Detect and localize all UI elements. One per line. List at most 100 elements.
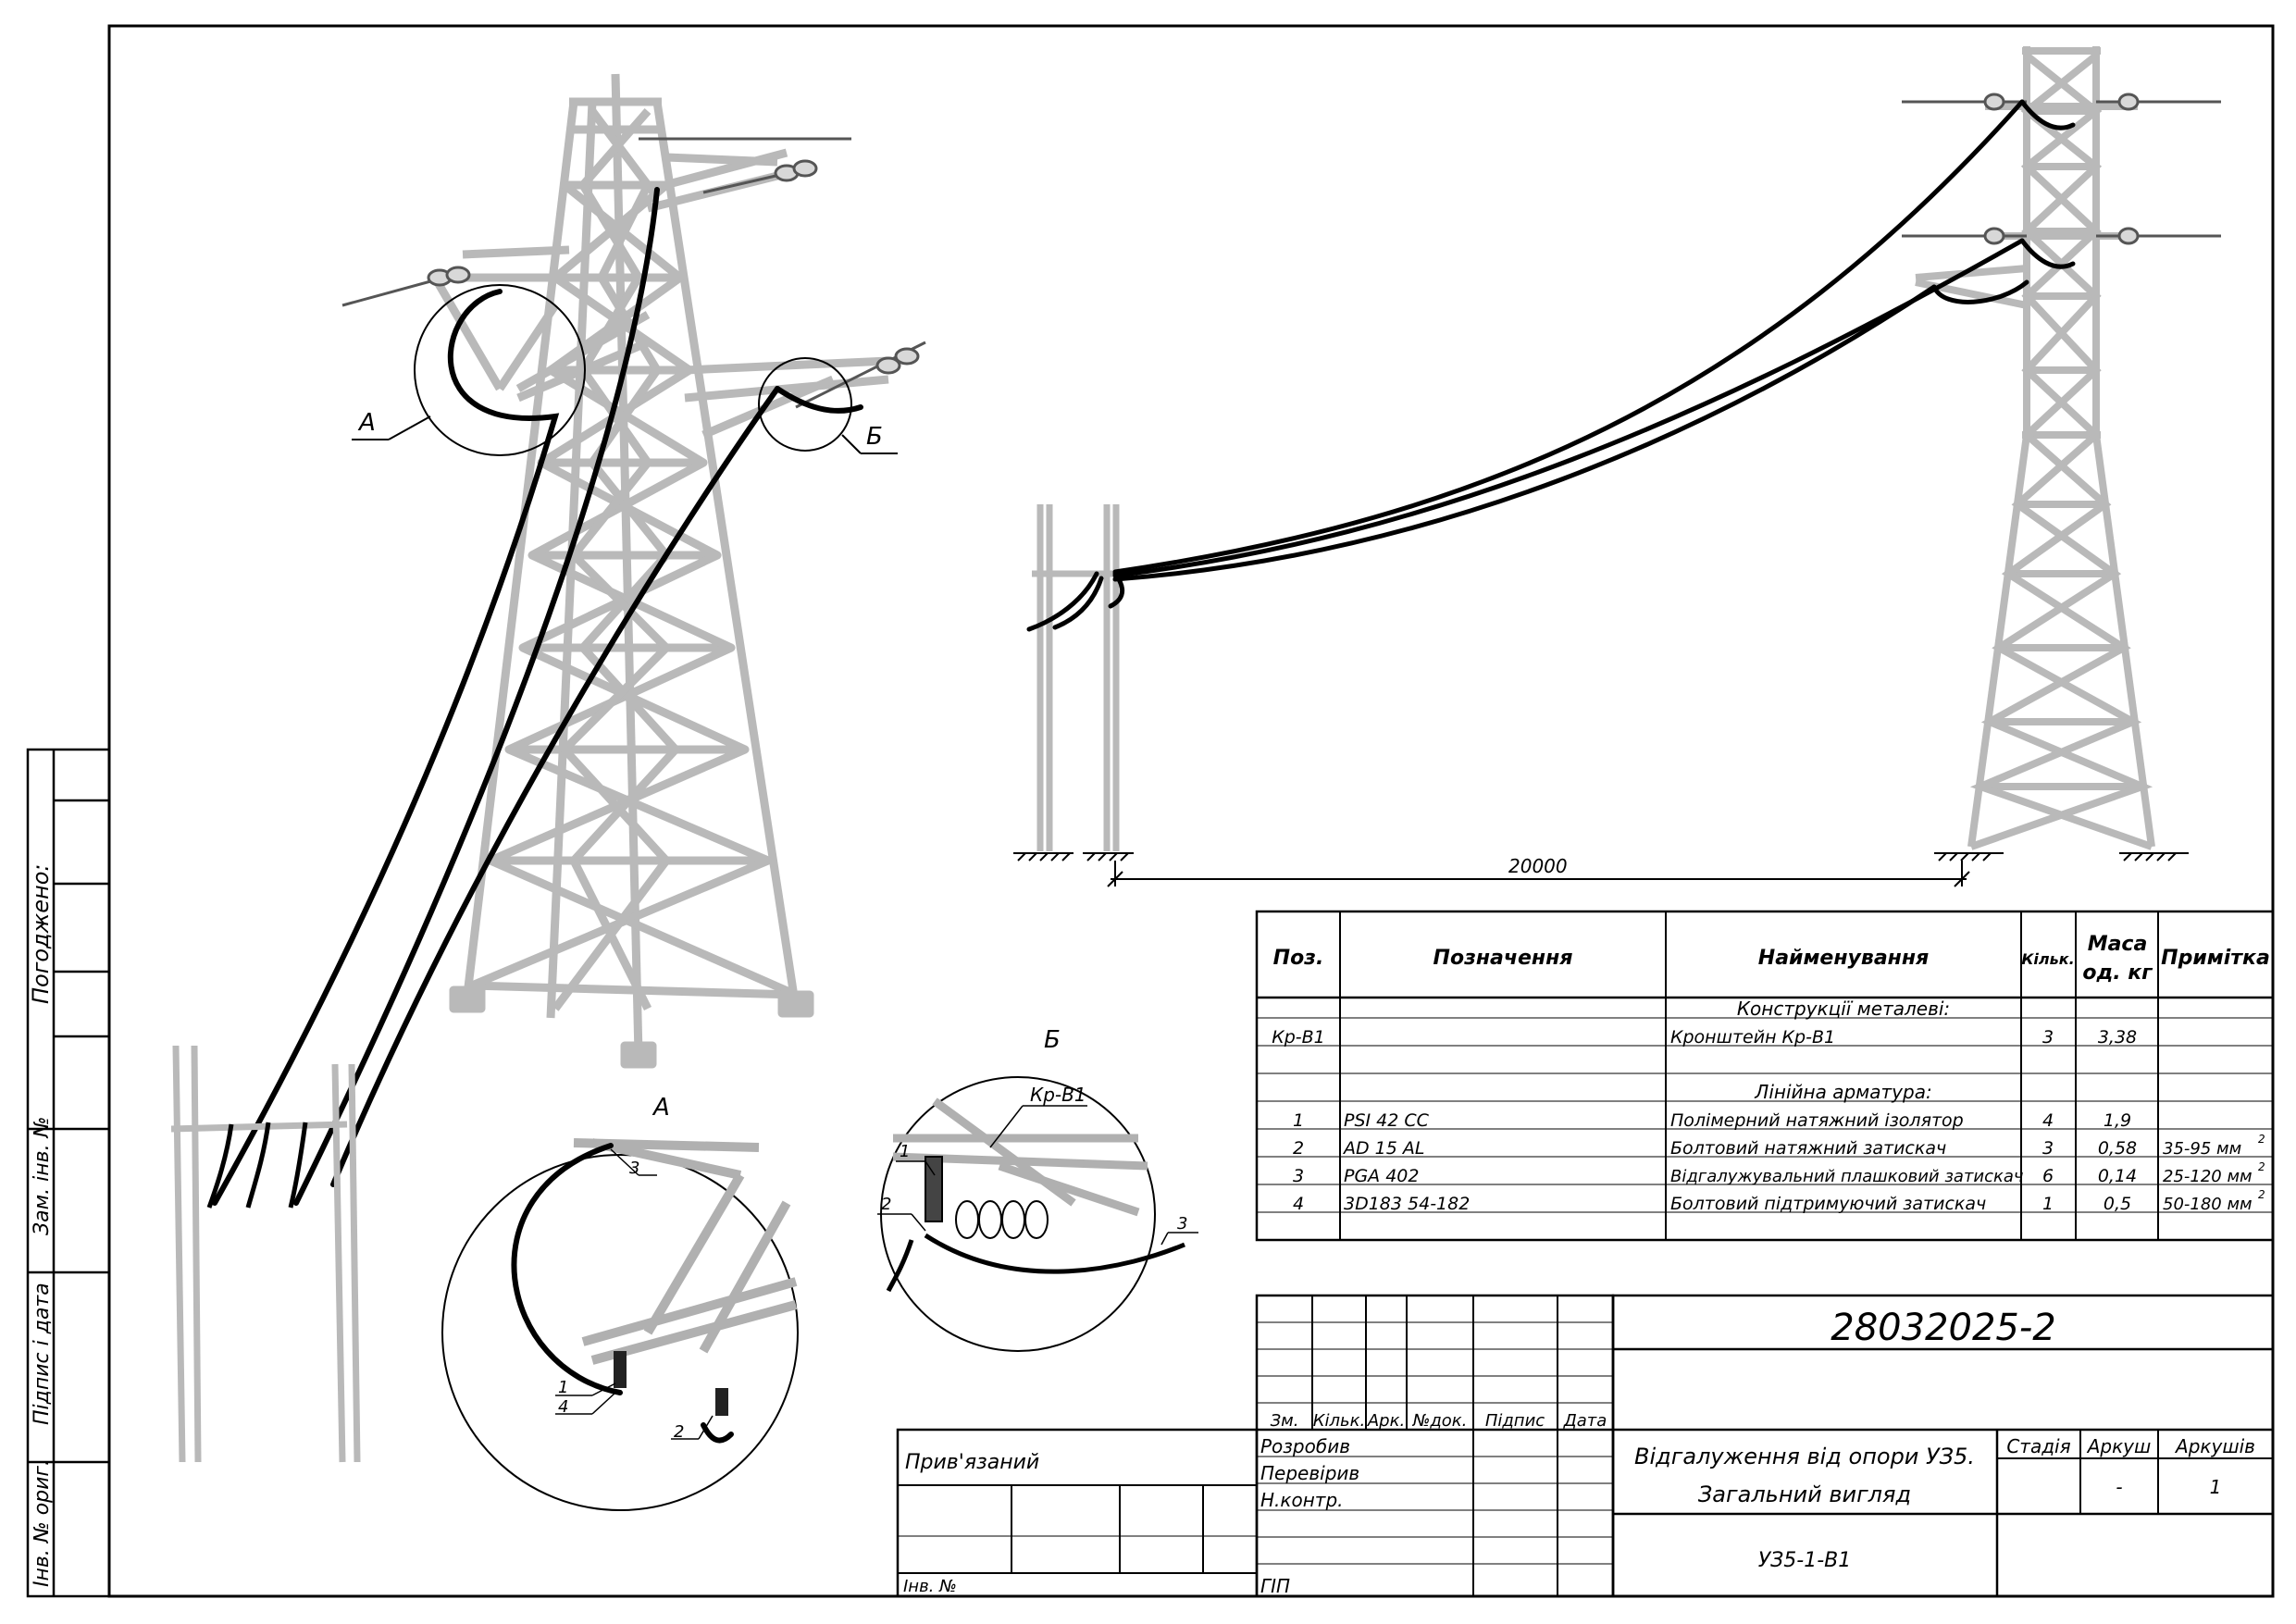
detail-a-title: А xyxy=(652,1094,670,1122)
spec-cell-name: Полімерний натяжний ізолятор xyxy=(1670,1110,1964,1131)
spec-cell-pos: Кр-В1 xyxy=(1272,1027,1325,1048)
spec-table-grid xyxy=(1255,910,2275,1242)
span-cables xyxy=(1026,99,2076,632)
sheet-value: - xyxy=(2116,1476,2122,1498)
isometric-tower xyxy=(431,73,889,1069)
spec-cell-note-sup: 2 xyxy=(2258,1133,2265,1146)
role-chief-engineer: ГІП xyxy=(1260,1575,1290,1597)
role-norm-control: Н.контр. xyxy=(1260,1489,1344,1511)
detail-a-steel xyxy=(573,1138,798,1365)
side-label-sign-date: Підпис і дата xyxy=(31,1283,54,1425)
detail-a-callout-2: 2 xyxy=(674,1422,684,1442)
span-dimension-line xyxy=(1107,861,1970,887)
spec-cell-designation: PSI 42 CC xyxy=(1344,1110,1430,1131)
spec-cell-mass: 3,38 xyxy=(2098,1027,2137,1048)
title-line-1: Відгалуження від опори УЗ5. xyxy=(1634,1444,1975,1469)
col-header-sheet: Арк. xyxy=(1367,1411,1405,1431)
drawing-code: УЗ5-1-В1 xyxy=(1758,1549,1851,1572)
detail-b-bracket-label: Кр-В1 xyxy=(1030,1084,1086,1106)
spec-cell-mass: 0,14 xyxy=(2098,1166,2137,1186)
title-line-2: Загальний вигляд xyxy=(1698,1481,1911,1507)
role-checked: Перевірив xyxy=(1260,1462,1359,1484)
detail-a-callout-4: 4 xyxy=(558,1397,568,1417)
isometric-insulators xyxy=(341,137,926,409)
tied-label: Прив'язаний xyxy=(905,1451,1039,1474)
detail-a-leaders xyxy=(555,1148,714,1440)
spec-cell-note: 35-95 мм xyxy=(2163,1139,2241,1159)
detail-a-callout-3: 3 xyxy=(629,1159,639,1178)
sheets-label: Аркушів xyxy=(2174,1435,2255,1457)
spec-header-note: Примітка xyxy=(2161,947,2270,970)
spec-row: Кр-В1 Кронштейн Кр-В1 3 3,38 xyxy=(1272,1027,2137,1048)
spec-cell-pos: 3 xyxy=(1293,1166,1304,1186)
left-pole-wire-ends xyxy=(206,1122,308,1209)
col-header-qty: Кільк. xyxy=(1313,1411,1366,1431)
spec-cell-mass: 1,9 xyxy=(2104,1110,2131,1131)
spec-cell-name: Кронштейн Кр-В1 xyxy=(1670,1027,1835,1048)
node-b-circle xyxy=(758,357,852,452)
detail-b-callout-1: 1 xyxy=(900,1142,910,1161)
drawing-number: 28032025-2 xyxy=(1831,1307,2055,1349)
role-developed: Розробив xyxy=(1260,1435,1350,1457)
detail-a-circle xyxy=(441,1154,799,1511)
node-a-label: А xyxy=(357,409,376,437)
spec-header-mass-1: Маса xyxy=(2088,933,2148,956)
detail-b-callout-2: 2 xyxy=(881,1195,891,1214)
spec-cell-qty: 3 xyxy=(2042,1027,2054,1048)
span-dimension-value: 20000 xyxy=(1508,855,1568,877)
spec-row: 1 PSI 42 CC Полімерний натяжний ізолятор… xyxy=(1293,1110,2131,1131)
node-a-circle xyxy=(414,284,586,456)
detail-b-cable xyxy=(886,1233,1185,1293)
elevation-ground-hatch xyxy=(1013,852,2189,862)
spec-header-pos: Поз. xyxy=(1273,947,1324,970)
spec-cell-qty: 6 xyxy=(2042,1166,2054,1186)
spec-cell-designation: 3D183 54-182 xyxy=(1344,1194,1470,1214)
col-header-docno: №док. xyxy=(1412,1411,1468,1431)
spec-table-header: Поз. Позначення Найменування Кільк. Маса… xyxy=(1273,933,2270,985)
spec-cell-pos: 1 xyxy=(1293,1110,1304,1131)
spec-cell-mass: 0,58 xyxy=(2098,1138,2137,1159)
side-label-orig-inv: Інв. № ориг. xyxy=(31,1459,54,1587)
spec-cell-name: Болтовий натяжний затискач xyxy=(1670,1138,1946,1159)
spec-section-fittings: Лінійна арматура: xyxy=(1754,1081,1931,1103)
spec-cell-name: Відгалужувальний плашковий затискач xyxy=(1670,1167,2024,1186)
node-leaders xyxy=(352,415,898,454)
isometric-downleads xyxy=(212,187,863,1206)
spec-header-designation: Позначення xyxy=(1433,947,1573,970)
left-branch-pole xyxy=(170,1045,361,1463)
sheet-label: Аркуш xyxy=(2086,1435,2152,1457)
detail-b-leaders xyxy=(877,1105,1198,1246)
elevation-branch-pole xyxy=(1032,504,1124,851)
spec-cell-designation: AD 15 AL xyxy=(1342,1138,1424,1159)
spec-row: 4 3D183 54-182 Болтовий підтримуючий зат… xyxy=(1293,1188,2265,1214)
spec-cell-qty: 4 xyxy=(2042,1110,2054,1131)
stage-label: Стадія xyxy=(2006,1435,2070,1457)
spec-cell-pos: 4 xyxy=(1293,1194,1304,1214)
spec-cell-note: 25-120 мм xyxy=(2163,1167,2253,1186)
detail-b-insulator xyxy=(925,1156,1049,1239)
spec-section-metal: Конструкції металеві: xyxy=(1737,998,1950,1020)
elevation-tower xyxy=(1915,46,2155,850)
spec-cell-note-sup: 2 xyxy=(2258,1160,2265,1173)
sheets-value: 1 xyxy=(2210,1476,2222,1498)
spec-cell-mass: 0,5 xyxy=(2104,1194,2131,1214)
spec-header-qty: Кільк. xyxy=(2021,950,2074,968)
side-margin xyxy=(26,748,111,1598)
spec-header-mass-2: од. кг xyxy=(2082,961,2153,985)
detail-b-title: Б xyxy=(1044,1026,1061,1054)
spec-cell-qty: 1 xyxy=(2042,1194,2054,1214)
spec-cell-note: 50-180 мм xyxy=(2163,1195,2253,1214)
title-block-roles: Розробив Перевірив Н.контр. ГІП xyxy=(1260,1435,1359,1597)
detail-a-insulators xyxy=(614,1351,728,1416)
detail-a-callout-1: 1 xyxy=(558,1378,568,1397)
sheet-frame xyxy=(107,24,2275,1598)
detail-b-callout-3: 3 xyxy=(1177,1214,1187,1233)
side-label-agreed: Погоджено: xyxy=(28,864,54,1004)
inv-no-label: Інв. № xyxy=(903,1577,957,1596)
spec-cell-qty: 3 xyxy=(2042,1138,2054,1159)
detail-a-cable xyxy=(511,1143,734,1444)
title-block-grid xyxy=(896,1294,2275,1598)
spec-row: 3 PGA 402 Відгалужувальний плашковий зат… xyxy=(1293,1160,2265,1186)
col-header-date: Дата xyxy=(1563,1411,1607,1431)
